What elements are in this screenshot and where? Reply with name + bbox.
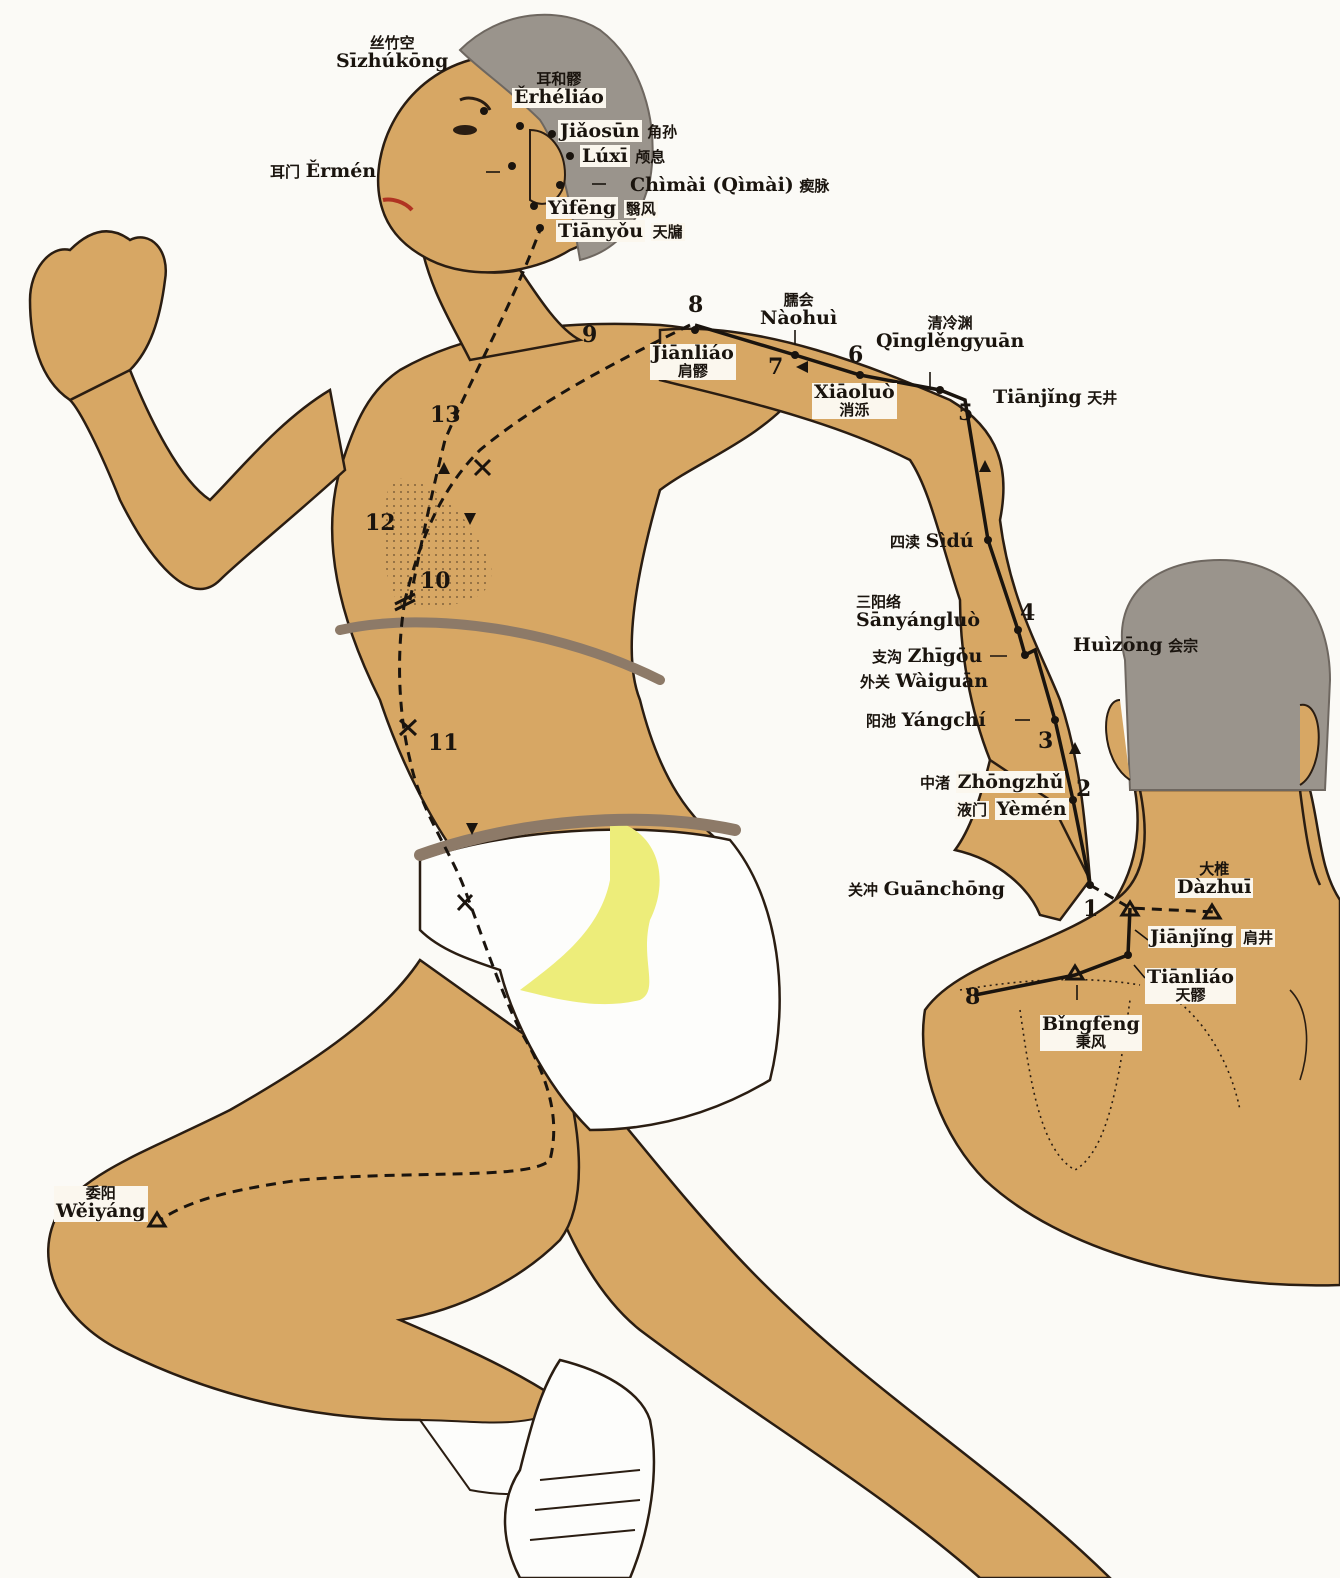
pathway-number-8-back: 8 xyxy=(965,984,980,1010)
luxi-cn: 颅息 xyxy=(635,148,665,166)
point-guanchong: 关冲 Guānchōng xyxy=(848,880,1005,900)
point-waiguan: 外关 Wàiguān xyxy=(860,672,988,692)
huizong-py: Huìzōng xyxy=(1073,634,1163,656)
weiyang-py: Wěiyáng xyxy=(54,1202,148,1222)
point-naohui: 臑会 Nàohuì xyxy=(760,293,837,329)
pathway-number-4: 4 xyxy=(1020,600,1035,626)
waiguan-py: Wàiguān xyxy=(896,670,988,692)
yifeng-cn: 翳风 xyxy=(624,200,658,218)
luxi-py: Lúxī xyxy=(580,145,630,167)
qinglengyuan-py: Qīnglěngyuān xyxy=(876,332,1024,352)
waiguan-cn: 外关 xyxy=(860,673,890,691)
sanyangluo-py: Sānyángluò xyxy=(856,611,980,631)
yemen-py: Yèmén xyxy=(995,798,1069,820)
guanchong-py: Guānchōng xyxy=(884,878,1005,900)
point-huizong: Huìzōng 会宗 xyxy=(1073,636,1198,656)
point-zhongzhu: 中渚 Zhōngzhǔ xyxy=(920,773,1065,793)
yangchi-cn: 阳池 xyxy=(866,712,896,730)
pathway-number-6: 6 xyxy=(848,342,863,368)
point-tianyou: Tiānyǒu 天牖 xyxy=(556,222,685,242)
point-tianliao: Tiānliáo 天髎 xyxy=(1145,968,1236,1004)
sidu-py: Sìdú xyxy=(926,530,974,552)
jiaosun-py: Jiǎosūn xyxy=(558,120,642,142)
xiaoluo-py: Xiāoluò xyxy=(812,383,897,403)
jianjing-cn: 肩井 xyxy=(1241,929,1275,947)
guanchong-cn: 关冲 xyxy=(848,881,878,899)
pathway-number-5: 5 xyxy=(958,400,973,426)
point-dazhui: 大椎 Dàzhuī xyxy=(1175,862,1253,898)
bingfeng-py: Bǐngfēng xyxy=(1040,1015,1142,1035)
point-weiyang: 委阳 Wěiyáng xyxy=(54,1186,148,1222)
zhigou-cn: 支沟 xyxy=(872,648,902,666)
point-sizhukong: 丝竹空 Sīzhúkōng xyxy=(336,36,448,72)
naohui-py: Nàohuì xyxy=(760,309,837,329)
jiaosun-cn: 角孙 xyxy=(647,123,677,141)
point-qinglengyuan: 清冷渊 Qīnglěngyuān xyxy=(876,316,1024,352)
pathway-number-7: 7 xyxy=(768,354,783,380)
xiaoluo-cn: 消泺 xyxy=(812,403,897,419)
point-tianjing: Tiānjǐng 天井 xyxy=(993,388,1117,408)
jianliao-cn: 肩髎 xyxy=(650,364,736,380)
point-sidu: 四渎 Sìdú xyxy=(890,532,974,552)
dazhui-py: Dàzhuī xyxy=(1175,878,1253,898)
jianliao-py: Jiānliáo xyxy=(650,344,736,364)
yemen-cn: 液门 xyxy=(955,801,989,819)
ermen-cn: 耳门 xyxy=(270,163,300,181)
yangchi-py: Yángchí xyxy=(902,709,986,731)
pathway-number-1: 1 xyxy=(1083,896,1098,922)
zhongzhu-py: Zhōngzhǔ xyxy=(956,771,1066,793)
tianjing-cn: 天井 xyxy=(1087,389,1117,407)
point-xiaoluo: Xiāoluò 消泺 xyxy=(812,383,897,419)
jianjing-py: Jiānjǐng xyxy=(1148,926,1236,948)
zhigou-py: Zhīgōu xyxy=(908,645,983,667)
point-yangchi: 阳池 Yángchí xyxy=(866,711,986,731)
pathway-number-2: 2 xyxy=(1076,776,1091,802)
tianyou-cn: 天牖 xyxy=(651,223,685,241)
chimai-py: Chìmài (Qìmài) xyxy=(630,174,794,196)
tianyou-py: Tiānyǒu xyxy=(556,220,645,242)
pathway-number-11: 11 xyxy=(428,730,459,756)
front-figure xyxy=(30,15,1110,1578)
tianjing-py: Tiānjǐng xyxy=(993,386,1082,408)
pathway-number-13: 13 xyxy=(430,402,461,428)
erheliao-py: Ěrhéliáo xyxy=(512,88,606,108)
yifeng-py: Yìfēng xyxy=(546,197,618,219)
tianliao-py: Tiānliáo xyxy=(1145,968,1236,988)
ermen-py: Ěrmén xyxy=(306,160,377,182)
chimai-cn: 瘈脉 xyxy=(799,177,829,195)
pathway-number-9: 9 xyxy=(582,322,597,348)
point-chimai: Chìmài (Qìmài) 瘈脉 xyxy=(630,176,829,196)
zhongzhu-cn: 中渚 xyxy=(920,774,950,792)
sidu-cn: 四渎 xyxy=(890,533,920,551)
pathway-number-10: 10 xyxy=(420,568,451,594)
sizhukong-py: Sīzhúkōng xyxy=(336,52,448,72)
tianliao-cn: 天髎 xyxy=(1145,988,1236,1004)
point-luxi: Lúxī 颅息 xyxy=(580,147,665,167)
point-yifeng: Yìfēng 翳风 xyxy=(546,199,658,219)
pathway-number-8: 8 xyxy=(688,292,703,318)
point-sanyangluo: 三阳络 Sānyángluò xyxy=(856,595,980,631)
pathway-number-3: 3 xyxy=(1038,728,1053,754)
point-jiaosun: Jiǎosūn 角孙 xyxy=(558,122,677,142)
point-erheliao: 耳和髎 Ěrhéliáo xyxy=(512,72,606,108)
point-ermen: 耳门 Ěrmén xyxy=(270,162,376,182)
pathway-number-12: 12 xyxy=(365,510,396,536)
point-yemen: 液门 Yèmén xyxy=(955,800,1069,820)
point-bingfeng: Bǐngfēng 秉风 xyxy=(1040,1015,1142,1051)
point-jianjing: Jiānjǐng 肩井 xyxy=(1148,928,1275,948)
point-jianliao: Jiānliáo 肩髎 xyxy=(650,344,736,380)
huizong-cn: 会宗 xyxy=(1168,637,1198,655)
point-zhigou: 支沟 Zhīgōu xyxy=(872,647,982,667)
bingfeng-cn: 秉风 xyxy=(1040,1035,1142,1051)
